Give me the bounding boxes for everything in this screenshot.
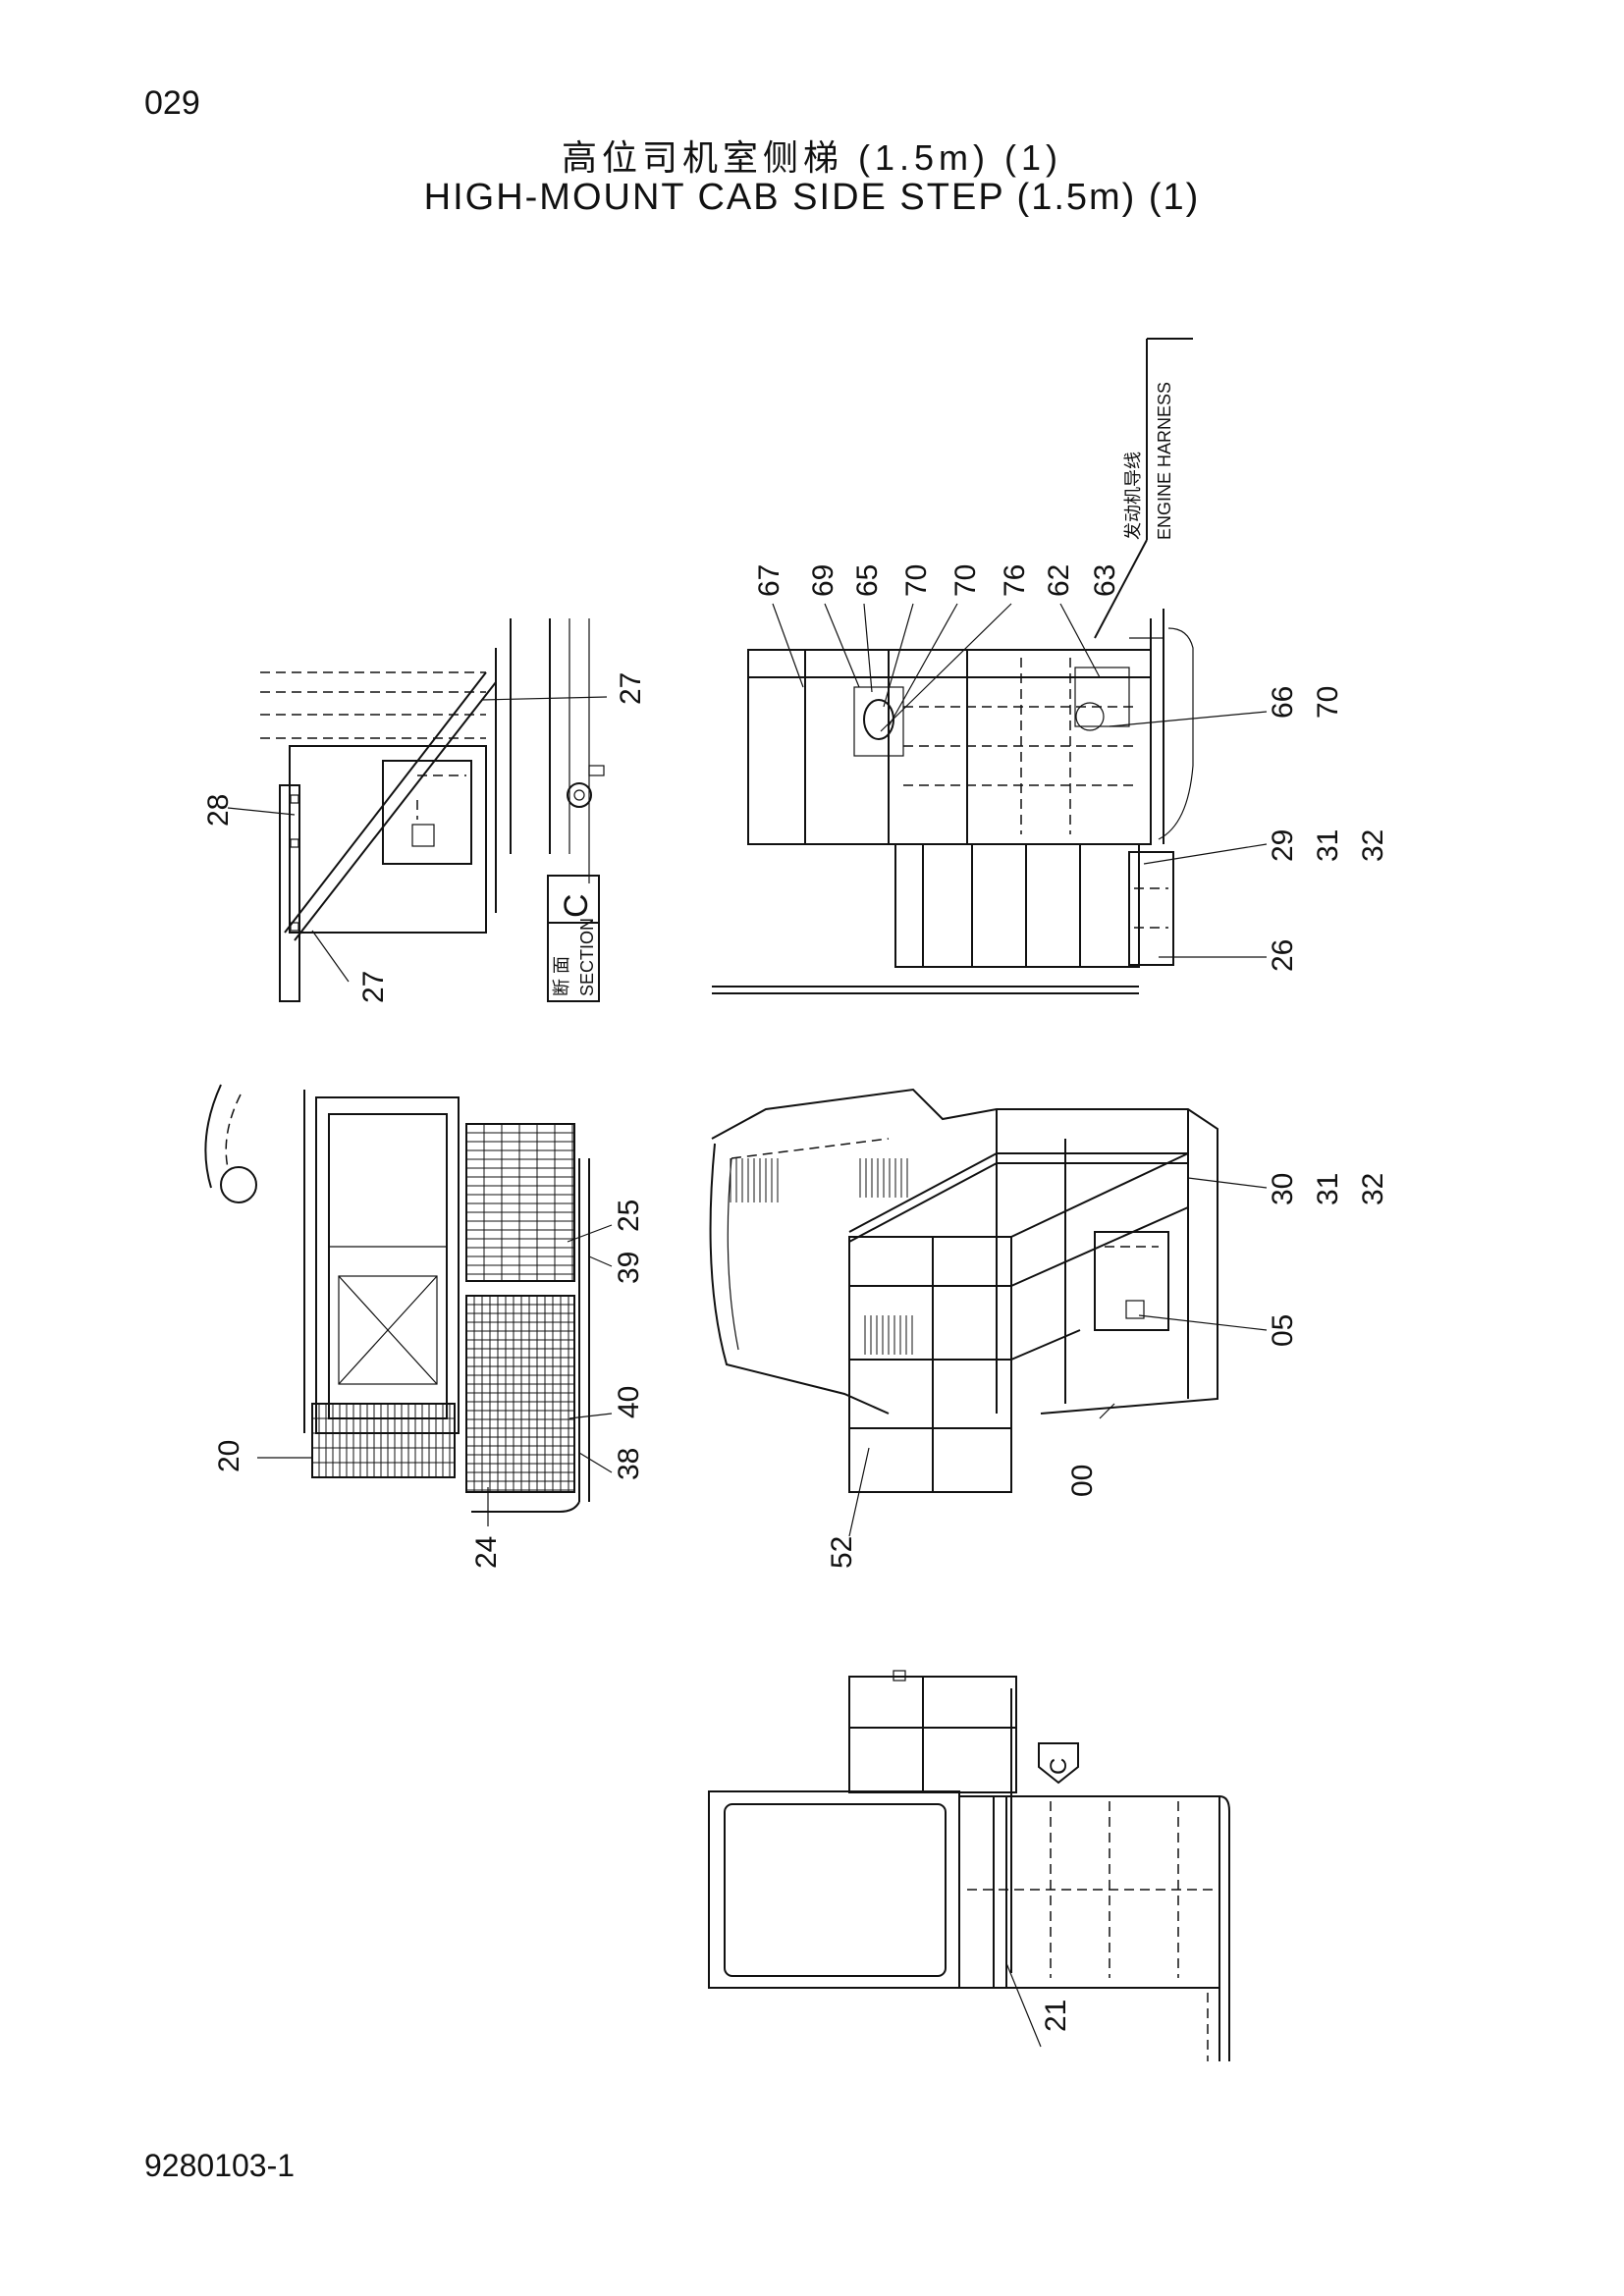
part-label-76: 76 [999, 564, 1031, 597]
isometric-view: 30 31 32 05 00 52 [709, 1088, 1389, 1569]
part-label-62: 62 [1043, 564, 1075, 597]
engine-harness-en: ENGINE HARNESS [1155, 382, 1174, 540]
part-label-00: 00 [1066, 1465, 1099, 1497]
title-english: HIGH-MOUNT CAB SIDE STEP (1.5m) (1) [423, 177, 1201, 218]
part-label-63: 63 [1089, 564, 1121, 597]
part-label-27-upper: 27 [615, 672, 647, 705]
part-label-67: 67 [753, 564, 785, 597]
part-label-32-a: 32 [1357, 829, 1389, 862]
section-label-cn: 断 面 [552, 956, 571, 996]
part-label-66: 66 [1267, 686, 1299, 719]
part-label-65: 65 [851, 564, 884, 597]
part-label-27-lower: 27 [357, 971, 390, 1003]
part-label-32-b: 32 [1357, 1173, 1389, 1205]
part-label-20: 20 [213, 1440, 245, 1472]
part-label-38: 38 [613, 1448, 645, 1480]
view-arrow-letter: C [1046, 1758, 1072, 1775]
part-label-70-c: 70 [1312, 686, 1344, 719]
part-label-31-b: 31 [1312, 1173, 1344, 1205]
part-label-52: 52 [826, 1536, 858, 1569]
part-label-29: 29 [1267, 829, 1299, 862]
section-label-en: SECTION [577, 918, 597, 996]
part-label-40: 40 [613, 1386, 645, 1418]
plan-view: 25 39 40 38 20 24 [204, 1084, 645, 1569]
part-label-39: 39 [613, 1252, 645, 1284]
document-number: 9280103-1 [144, 2148, 296, 2183]
title-chinese: 高位司机室侧梯 (1.5m) (1) [561, 137, 1062, 178]
section-letter: C [558, 893, 595, 918]
part-label-30: 30 [1267, 1173, 1299, 1205]
part-label-21: 21 [1040, 2000, 1072, 2032]
bottom-view: C 21 [708, 1670, 1230, 2061]
part-label-26: 26 [1267, 939, 1299, 972]
engine-harness-cn: 发动机导线 [1123, 452, 1143, 540]
part-label-70-a: 70 [900, 564, 933, 597]
section-c-view: 断 面 SECTION C 27 28 27 [202, 618, 647, 1003]
part-label-28: 28 [202, 794, 235, 827]
part-label-70-b: 70 [949, 564, 982, 597]
part-label-25: 25 [613, 1200, 645, 1232]
part-label-69: 69 [807, 564, 839, 597]
part-label-05: 05 [1267, 1314, 1299, 1347]
page-number: 029 [144, 84, 200, 122]
top-right-view: 发动机导线 ENGINE HARNESS 67 69 65 70 70 76 6… [712, 338, 1389, 994]
part-label-31-a: 31 [1312, 829, 1344, 862]
part-label-24: 24 [470, 1536, 503, 1569]
